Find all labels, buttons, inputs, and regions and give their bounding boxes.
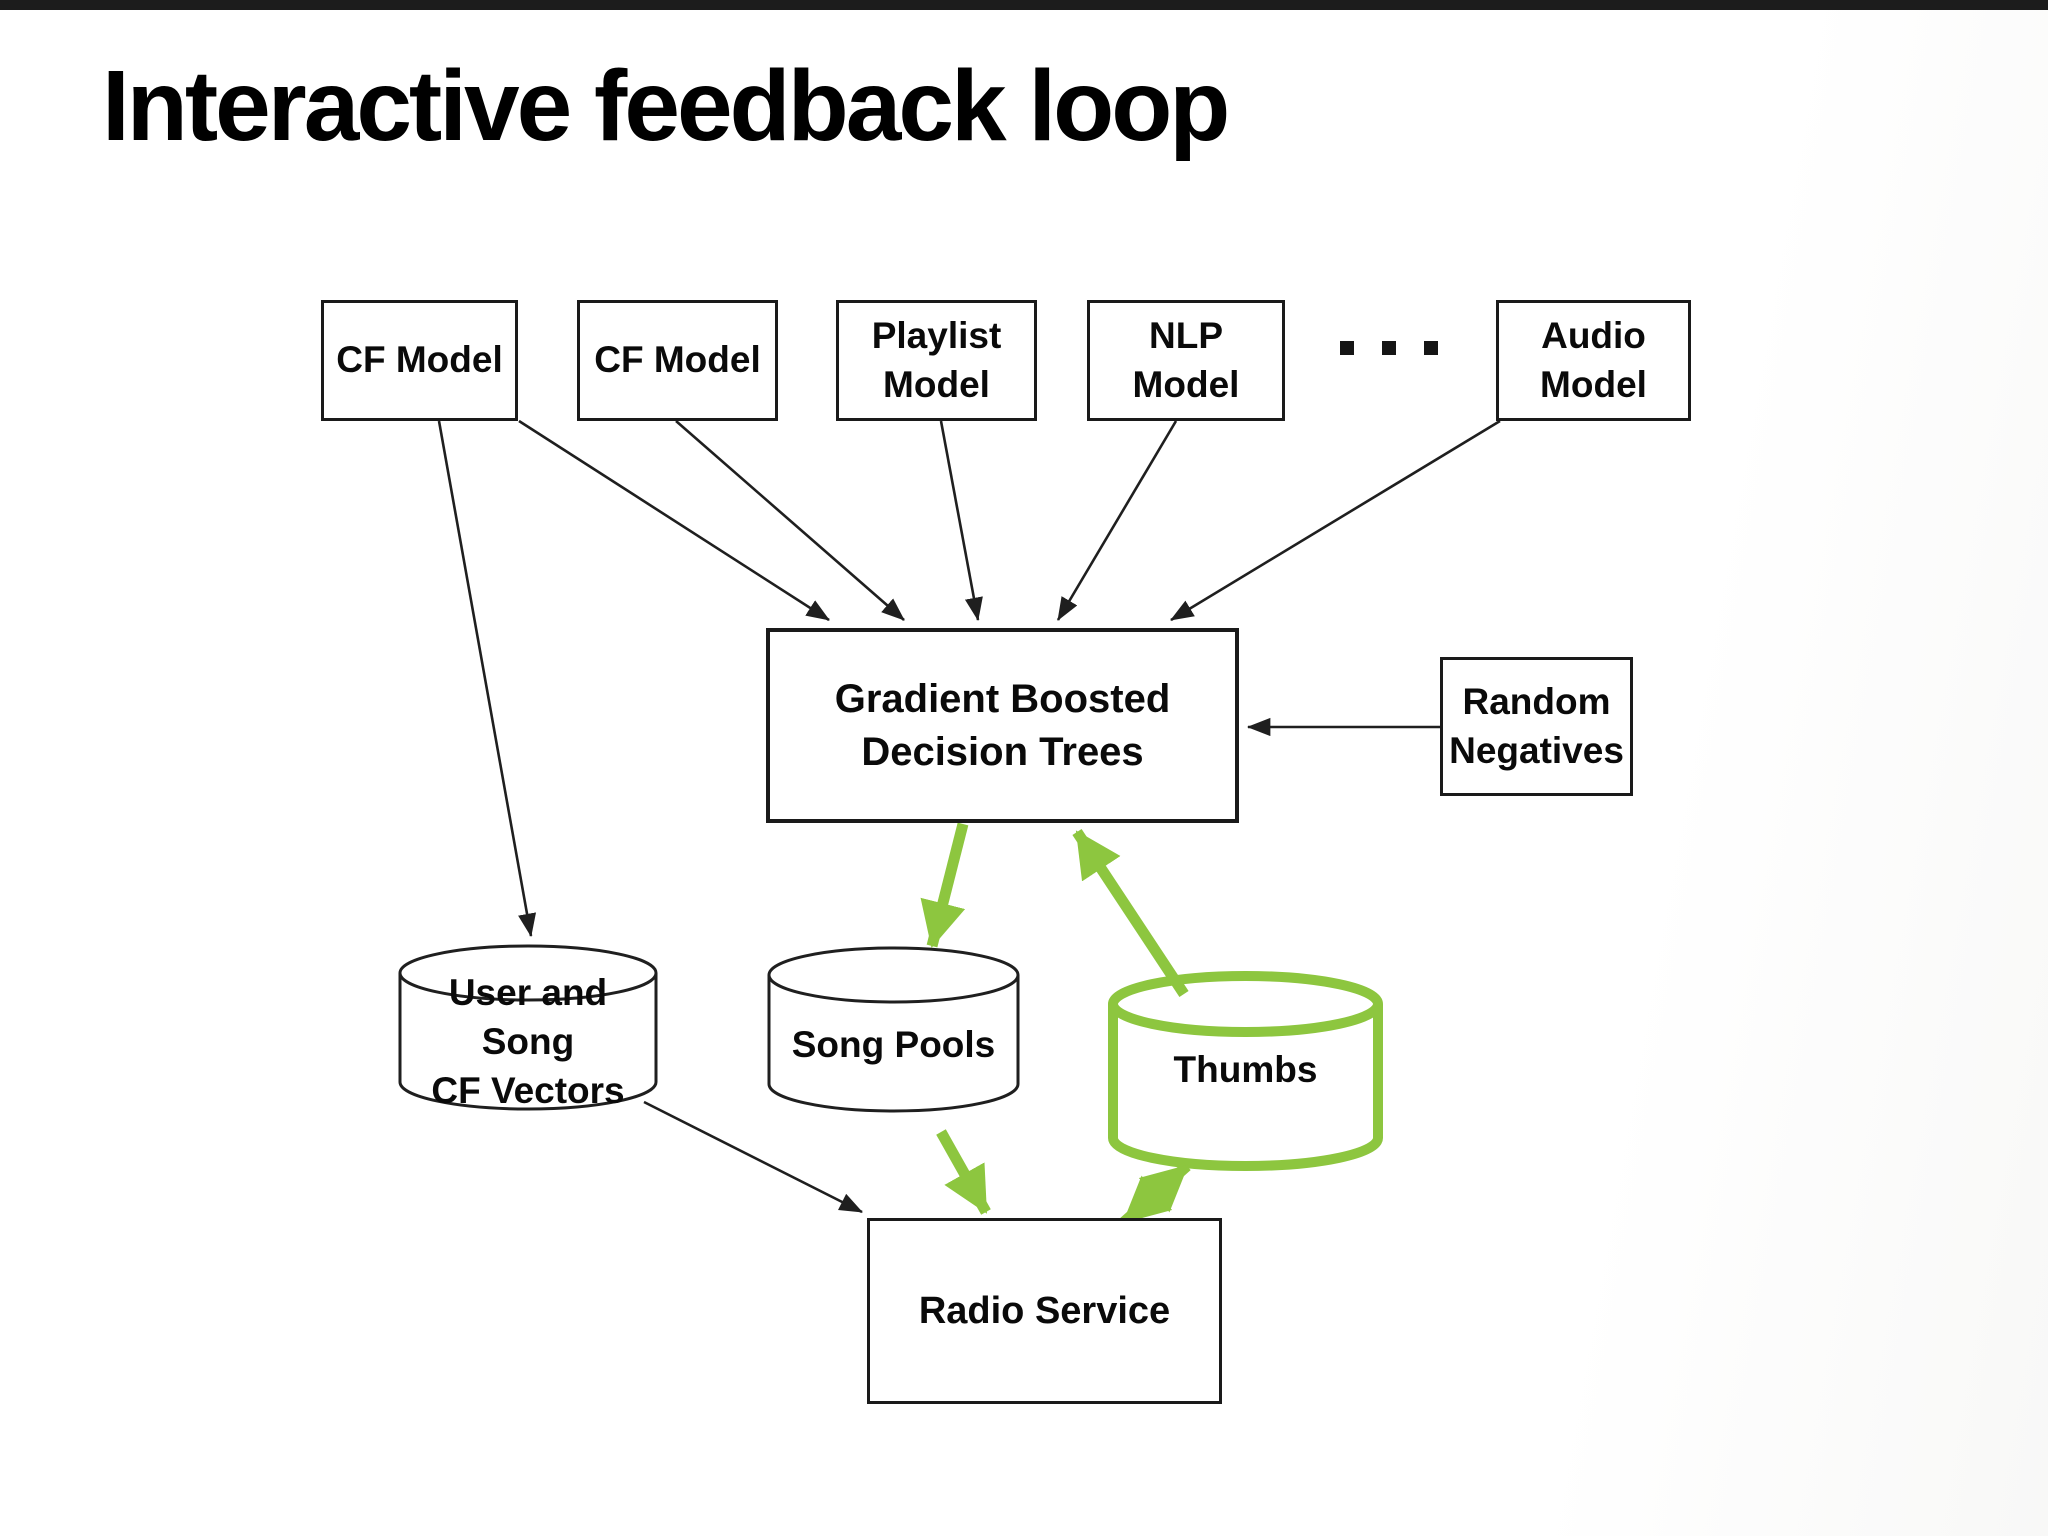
- node-label: CF Model: [594, 339, 761, 381]
- edge-cf-model-1-to-gbdt: [518, 419, 830, 622]
- page-title: Interactive feedback loop: [102, 50, 1230, 162]
- node-label-line1: NLP: [1149, 314, 1223, 356]
- ellipsis-dot: [1340, 341, 1354, 355]
- cylinder-label-line1: User and Song: [448, 972, 608, 1063]
- edge-nlp-model-to-gbdt: [1056, 420, 1178, 621]
- node-label-line1: Audio: [1541, 314, 1646, 356]
- node-label-line2: Negatives: [1449, 729, 1624, 771]
- node-label-line1: Random: [1462, 680, 1611, 722]
- node-cf-model-1: CF Model: [321, 300, 518, 421]
- cylinder-label: Thumbs: [1173, 1048, 1318, 1090]
- thumbs-cylinder: [1108, 971, 1383, 1171]
- user-song-cf-vectors-cylinder: [398, 944, 658, 1111]
- edge-thumbs-to-gbdt: [1072, 828, 1189, 998]
- node-label-line2: Model: [1132, 363, 1240, 405]
- edge-cf-model-2-to-gbdt: [675, 420, 905, 621]
- cylinder-label-line2: CF Vectors: [431, 1069, 625, 1111]
- node-radio-service: Radio Service: [867, 1218, 1222, 1404]
- cylinder-label: Song Pools: [791, 1023, 996, 1065]
- label-user-song-cf-vectors: User and Song CF Vectors: [400, 972, 656, 1111]
- edge-playlist-model-to-gbdt: [939, 420, 983, 622]
- window-top-bar: [0, 0, 2048, 10]
- node-random-negatives: Random Negatives: [1440, 657, 1633, 796]
- edge-gbdt-to-song-pools: [920, 822, 969, 948]
- ellipsis-icon: [1340, 341, 1438, 355]
- node-label-line2: Model: [1540, 363, 1647, 405]
- ellipsis-dot: [1424, 341, 1438, 355]
- edge-radio-service-thumbs-bidirectional: [1120, 1161, 1191, 1227]
- label-song-pools: Song Pools: [769, 990, 1018, 1100]
- edge-audio-model-to-gbdt: [1170, 419, 1501, 622]
- edge-user-vectors-to-radio-service: [643, 1100, 863, 1214]
- node-label-line1: Gradient Boosted: [834, 676, 1171, 721]
- edge-song-pools-to-radio-service: [936, 1129, 991, 1215]
- node-label: CF Model: [336, 339, 503, 381]
- label-thumbs: Thumbs: [1113, 1015, 1378, 1125]
- ellipsis-dot: [1382, 341, 1396, 355]
- node-cf-model-2: CF Model: [577, 300, 778, 421]
- song-pools-cylinder: [767, 946, 1020, 1113]
- node-label-line2: Model: [883, 363, 990, 405]
- node-playlist-model: Playlist Model: [836, 300, 1037, 421]
- edge-cf-model-1-to-user-vectors: [437, 420, 537, 938]
- node-audio-model: Audio Model: [1496, 300, 1691, 421]
- node-nlp-model: NLP Model: [1087, 300, 1285, 421]
- node-gradient-boosted-decision-trees: Gradient Boosted Decision Trees: [766, 628, 1239, 823]
- node-label: Radio Service: [918, 1289, 1171, 1332]
- node-label-line2: Decision Trees: [861, 729, 1144, 774]
- node-label-line1: Playlist: [871, 314, 1002, 356]
